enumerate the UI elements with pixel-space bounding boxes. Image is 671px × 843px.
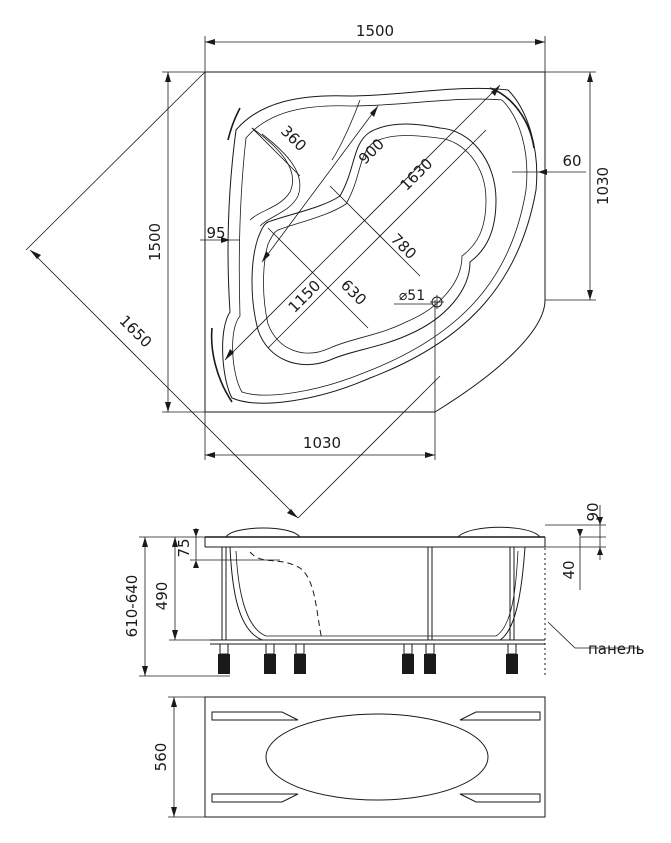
- dim-1630: 1630: [397, 155, 437, 195]
- tub-body: [229, 546, 526, 641]
- top-view: 1500 1500 1030 1030 1650 1630 1150 900 3…: [25, 22, 612, 519]
- dim-360: 360: [277, 122, 310, 155]
- dim-75: 75: [175, 538, 193, 557]
- dim-780: 780: [387, 230, 420, 263]
- dim-630: 630: [337, 276, 370, 309]
- dim-95: 95: [206, 224, 225, 242]
- dim-610-640: 610-640: [123, 575, 141, 638]
- side-view: 610-640 490 75 90 40 панель: [123, 502, 644, 677]
- inner-basin: [251, 123, 497, 365]
- tub-outer-front: [434, 299, 546, 413]
- panel-oval: [265, 713, 489, 801]
- dim-1500-top: 1500: [356, 22, 394, 40]
- dim-1500-left: 1500: [146, 223, 164, 261]
- dim-60: 60: [562, 152, 581, 170]
- front-panel: [204, 696, 546, 818]
- feet: [218, 643, 518, 674]
- dim-1650-diagonal: 1650: [116, 312, 156, 352]
- panel-label: панель: [588, 640, 644, 658]
- drain-label: ⌀51: [399, 288, 425, 304]
- dim-1030-bottom: 1030: [303, 434, 341, 452]
- dim-90: 90: [584, 502, 602, 521]
- dim-1150: 1150: [285, 277, 325, 317]
- rim-contour: [222, 87, 538, 404]
- dim-1030-right: 1030: [594, 167, 612, 205]
- panel-view: 560: [152, 696, 546, 818]
- dim-490: 490: [153, 582, 171, 611]
- dim-560: 560: [152, 743, 170, 772]
- dim-40: 40: [560, 560, 578, 579]
- dim-900: 900: [355, 135, 388, 168]
